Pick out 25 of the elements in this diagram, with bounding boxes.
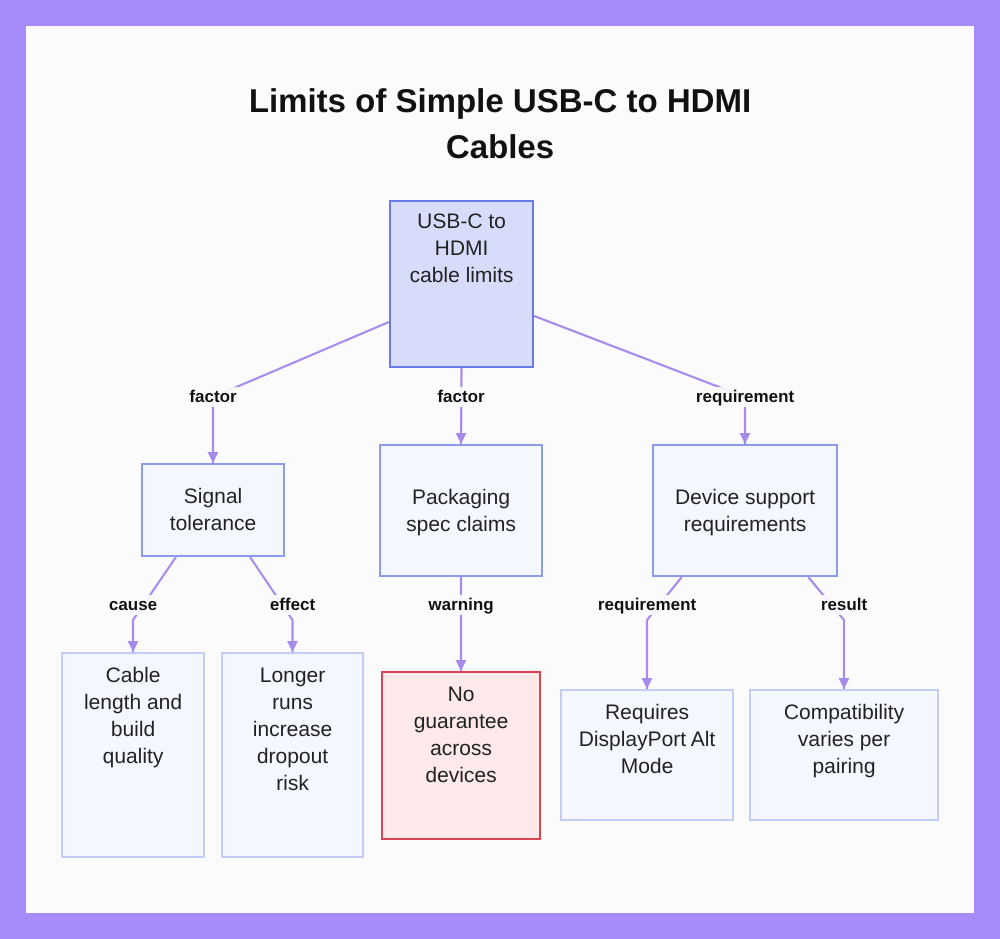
detail-box	[749, 689, 939, 821]
node-text: Packaging spec claims	[405, 484, 517, 538]
connector-arrow	[208, 320, 390, 463]
edge-label: effect	[268, 595, 318, 615]
node-text: Longer runs increase dropout risk	[252, 663, 334, 797]
detail-box	[61, 652, 205, 858]
category-box	[379, 444, 543, 577]
edge-label: factor	[187, 387, 239, 407]
root-box	[389, 200, 534, 368]
node-text: Requires DisplayPort Alt Mode	[578, 700, 716, 780]
detail-box	[560, 689, 734, 821]
node-text: Compatibility varies per pairing	[782, 700, 906, 780]
edge-label: factor	[435, 387, 487, 407]
diagram-title: Limits of Simple USB-C to HDMI Cables	[248, 81, 752, 167]
edge-label: result	[818, 595, 870, 615]
warning-box	[381, 671, 541, 840]
category-box	[652, 444, 838, 577]
node-text: USB-C to HDMI cable limits	[408, 209, 514, 289]
node-text: Cable length and build quality	[82, 663, 184, 770]
detail-box	[221, 652, 364, 858]
node-text: Signal tolerance	[168, 484, 258, 537]
node-text: Device support requirements	[674, 484, 816, 538]
edge-label: cause	[106, 595, 160, 615]
node-text: No guarantee across devices	[412, 682, 510, 789]
category-box	[141, 463, 285, 557]
